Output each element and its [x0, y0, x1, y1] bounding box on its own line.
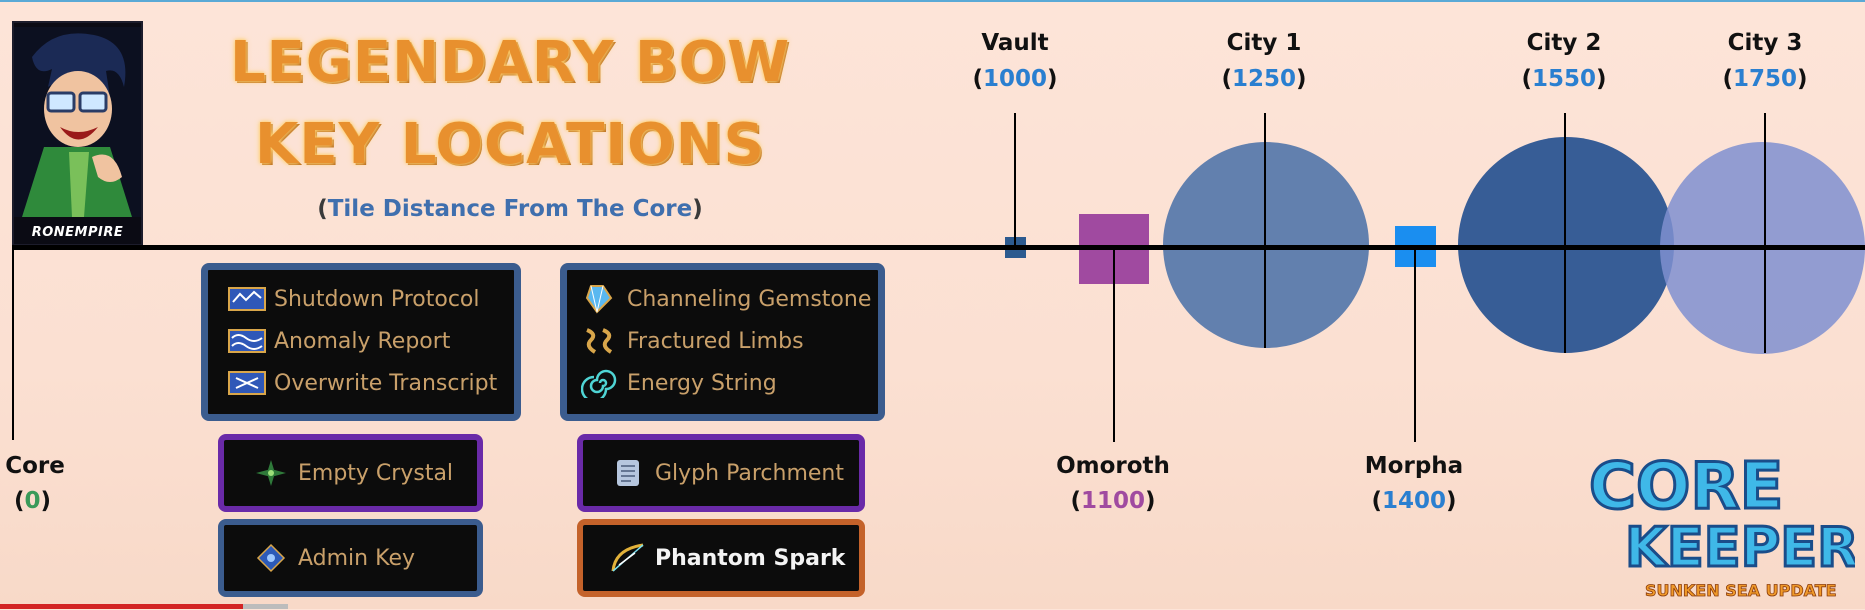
channeling-gemstone-item: Channeling Gemstone	[581, 284, 871, 314]
limbs-icon	[586, 328, 613, 354]
phantom-spark-item: Phantom Spark	[609, 543, 845, 573]
video-progress-played[interactable]	[0, 604, 243, 609]
logo-keeper: KEEPER	[1625, 516, 1855, 579]
title-line-2: KEY LOCATIONS	[255, 112, 765, 177]
city2-tick	[1564, 113, 1566, 353]
core-distance: (0)	[13, 488, 52, 514]
avatar: RONEMPIRE	[12, 21, 143, 246]
city3-distance: (1750)	[1722, 66, 1808, 92]
city1-distance: (1250)	[1221, 66, 1307, 92]
blueprint-icon	[228, 329, 266, 353]
core-tick	[12, 245, 14, 440]
core-label: Core	[5, 453, 65, 479]
omoroth-distance-value: 1100	[1080, 488, 1145, 514]
vault-label: Vault	[981, 30, 1049, 56]
morpha-label: Morpha	[1364, 453, 1464, 479]
distance-axis	[12, 245, 1865, 250]
omoroth-label: Omoroth	[1056, 453, 1170, 479]
empty-crystal-item: Empty Crystal	[252, 458, 453, 488]
item-group-4: Glyph Parchment	[577, 434, 865, 512]
energy-string-label: Energy String	[627, 370, 777, 396]
item-group-3: Empty Crystal	[218, 434, 483, 512]
morpha-distance-value: 1400	[1381, 488, 1446, 514]
fractured-limbs-item: Fractured Limbs	[581, 326, 804, 356]
overwrite-transcript-label: Overwrite Transcript	[274, 370, 498, 396]
morpha-distance: (1400)	[1371, 488, 1457, 514]
core-keeper-logo: CORE KEEPER SUNKEN SEA UPDATE	[1585, 446, 1861, 606]
morpha-tick	[1414, 245, 1416, 442]
city2-distance-value: 1550	[1531, 66, 1596, 92]
anomaly-report-item: Anomaly Report	[228, 326, 450, 356]
subtitle-open: (	[317, 196, 328, 222]
avatar-label: RONEMPIRE	[31, 225, 124, 240]
core-keeper-logo-art: CORE KEEPER SUNKEN SEA UPDATE	[1588, 449, 1861, 601]
subtitle-close: )	[692, 196, 703, 222]
vault-tick	[1014, 113, 1016, 248]
logo-tagline: SUNKEN SEA UPDATE	[1645, 581, 1837, 600]
bow-icon	[611, 543, 644, 572]
subtitle: (Tile Distance From The Core)	[250, 196, 770, 222]
blueprint-icon	[228, 371, 266, 395]
crystal-icon	[256, 460, 286, 486]
item-group-5: Admin Key	[218, 519, 483, 597]
channeling-gemstone-label: Channeling Gemstone	[627, 286, 872, 312]
vault-distance-value: 1000	[982, 66, 1047, 92]
blueprint-icon	[228, 287, 266, 311]
phantom-spark-label: Phantom Spark	[655, 545, 846, 571]
shutdown-protocol-item: Shutdown Protocol	[228, 284, 480, 314]
shutdown-protocol-label: Shutdown Protocol	[274, 286, 480, 312]
core-distance-value: 0	[24, 488, 41, 514]
item-group-1: Shutdown Protocol Anomaly Report Overwri…	[201, 263, 521, 421]
admin-key-item: Admin Key	[252, 543, 415, 573]
item-group-6: Phantom Spark	[577, 519, 865, 597]
empty-crystal-label: Empty Crystal	[298, 460, 454, 486]
city2-label: City 2	[1526, 30, 1602, 56]
admin-key-label: Admin Key	[298, 545, 415, 571]
parchment-icon	[617, 460, 639, 486]
spiral-icon	[581, 369, 617, 398]
energy-string-item: Energy String	[581, 368, 777, 398]
city3-distance-value: 1750	[1732, 66, 1797, 92]
fractured-limbs-label: Fractured Limbs	[627, 328, 804, 354]
city1-tick	[1264, 113, 1266, 348]
logo-core: CORE	[1589, 450, 1783, 524]
title-line-1: LEGENDARY BOW	[229, 30, 790, 95]
gemstone-icon	[585, 285, 613, 314]
omoroth-tick	[1113, 245, 1115, 442]
key-icon	[256, 543, 286, 573]
video-progress-buffered[interactable]	[243, 604, 288, 609]
city3-label: City 3	[1727, 30, 1803, 56]
city1-distance-value: 1250	[1231, 66, 1296, 92]
avatar-portrait	[14, 27, 141, 217]
overwrite-transcript-item: Overwrite Transcript	[228, 368, 497, 398]
subtitle-text: Tile Distance From The Core	[327, 196, 693, 222]
anomaly-report-label: Anomaly Report	[274, 328, 451, 354]
top-border	[0, 0, 1865, 2]
glyph-parchment-item: Glyph Parchment	[609, 458, 844, 488]
city2-distance: (1550)	[1521, 66, 1607, 92]
city3-tick	[1764, 113, 1766, 353]
item-group-2: Channeling Gemstone Fractured Limbs Ener…	[560, 263, 885, 421]
city1-label: City 1	[1226, 30, 1302, 56]
omoroth-distance: (1100)	[1070, 488, 1156, 514]
vault-distance: (1000)	[972, 66, 1058, 92]
glyph-parchment-label: Glyph Parchment	[655, 460, 844, 486]
